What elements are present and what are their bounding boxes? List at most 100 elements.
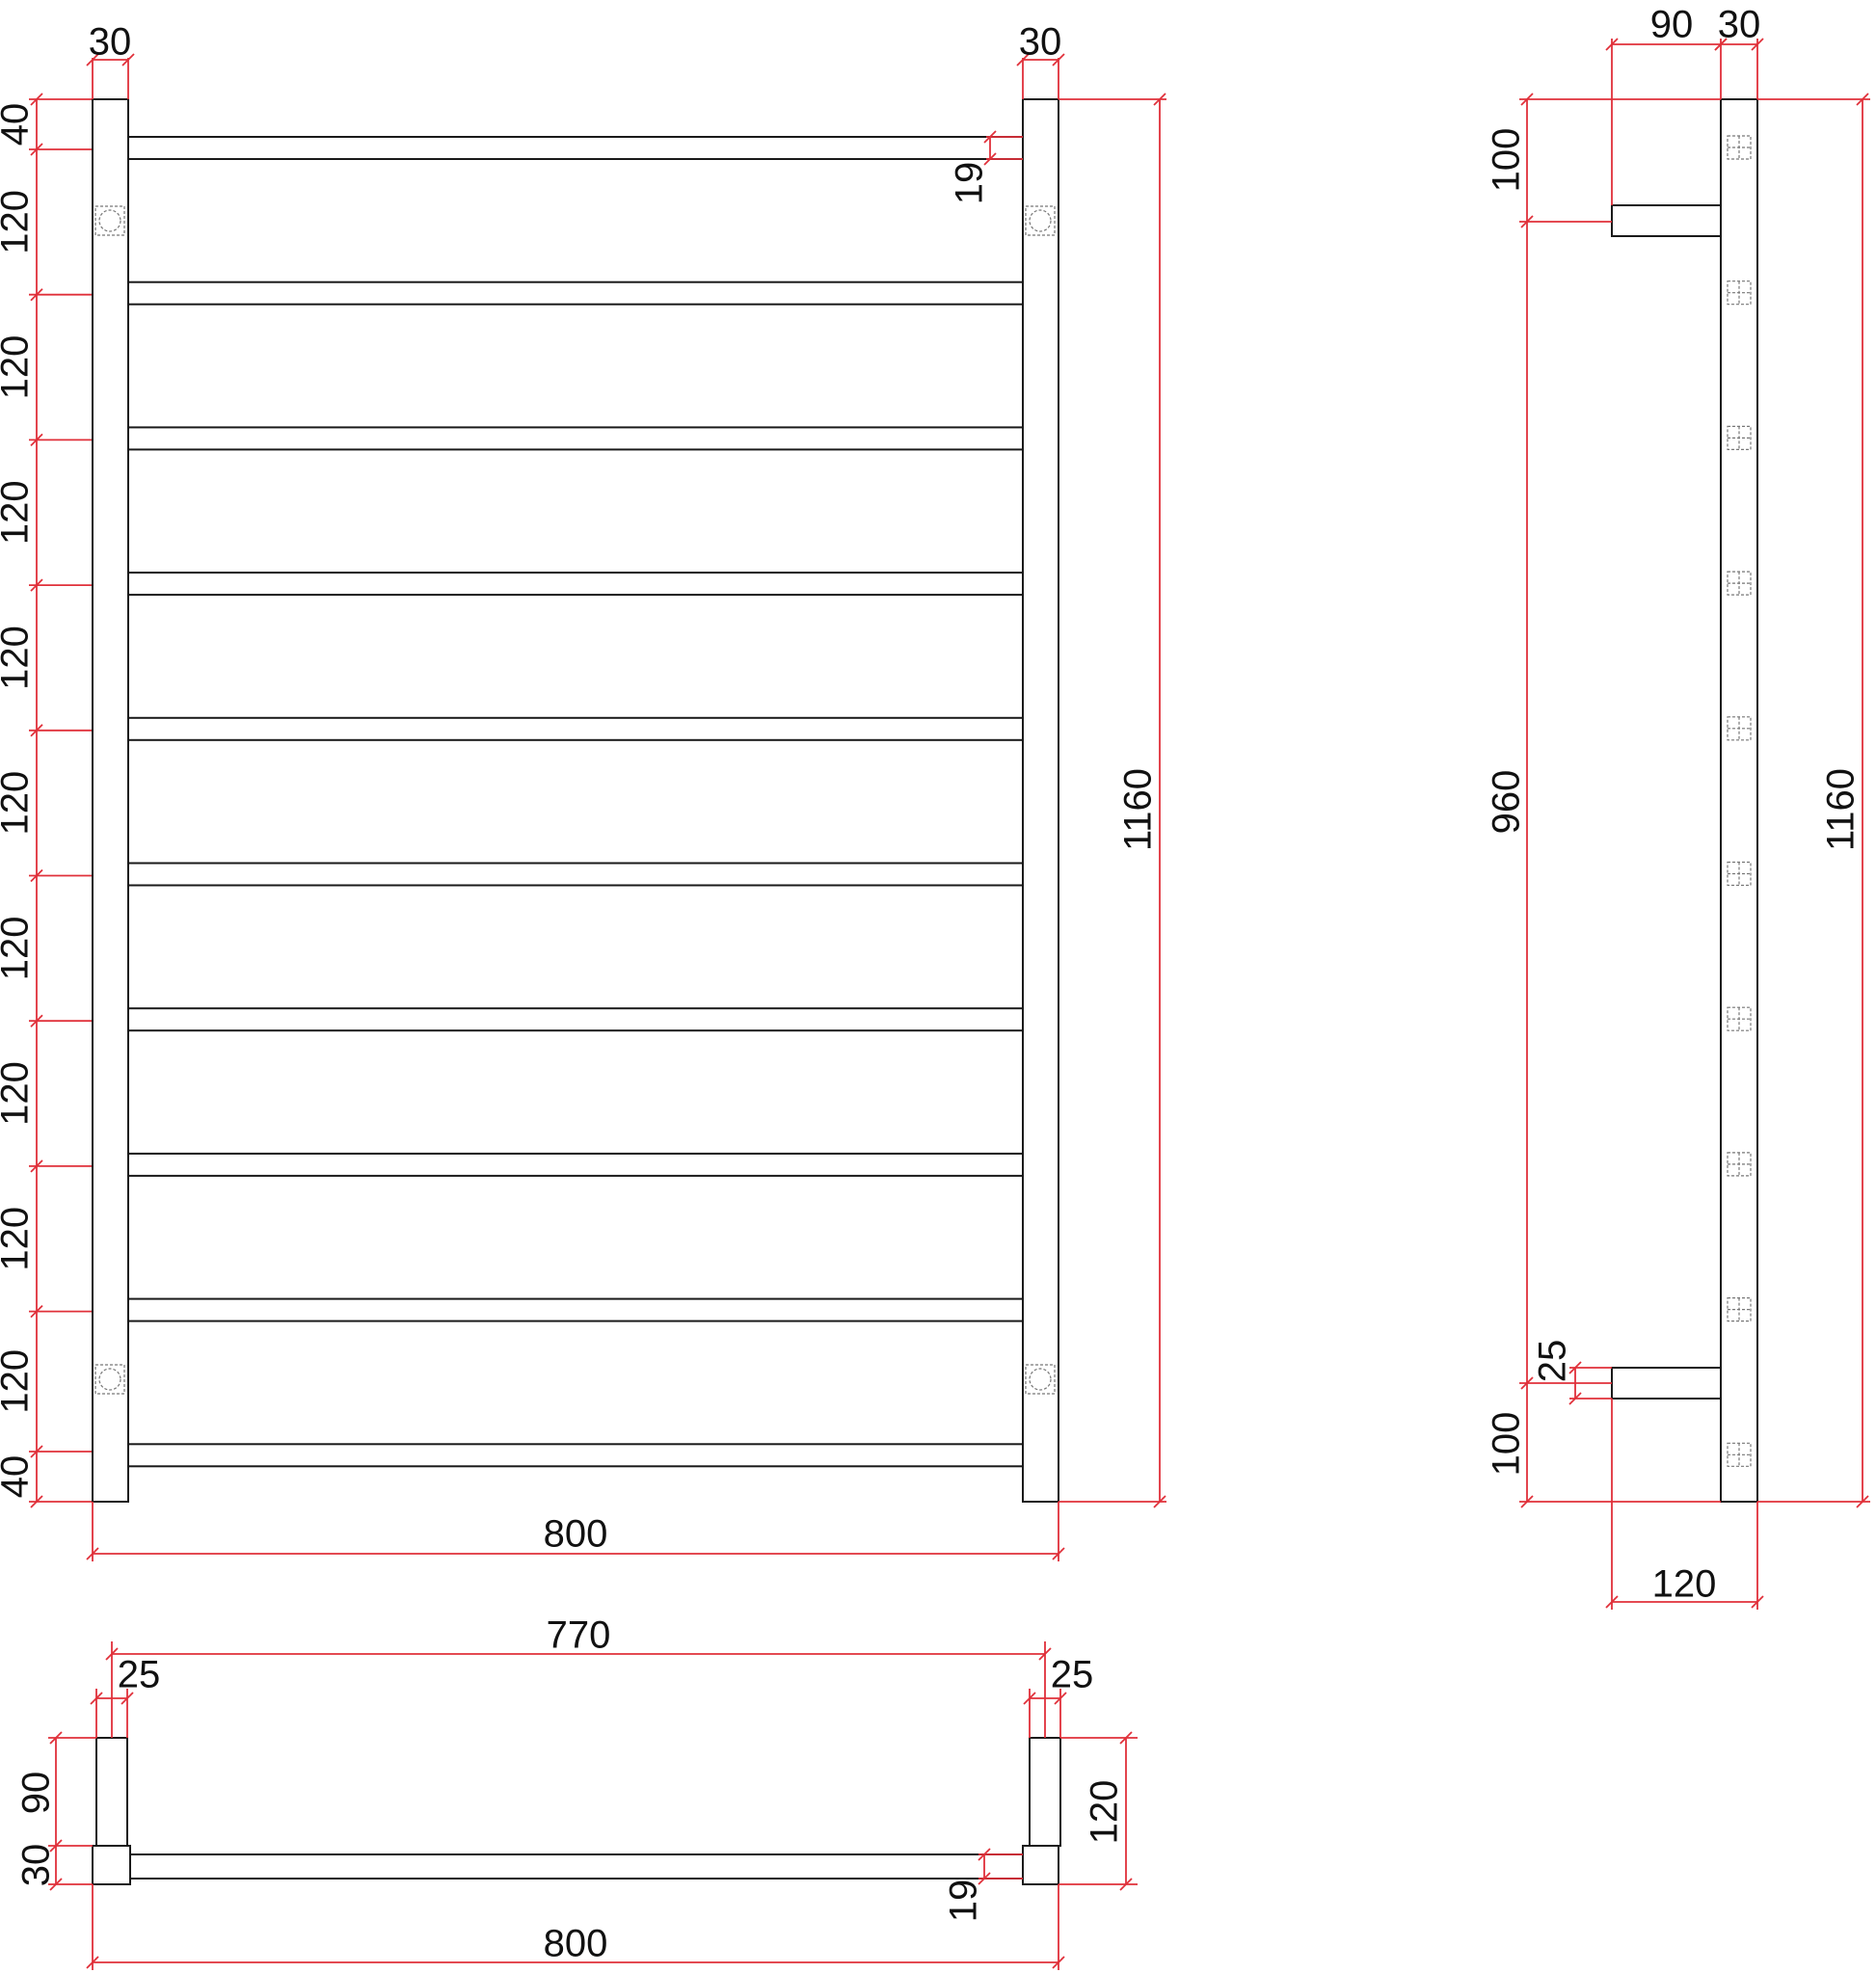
dimension-tick (30, 1014, 43, 1027)
dimension-tick (983, 130, 997, 144)
side-bottom-bracket (1611, 1367, 1722, 1400)
dimension-tick (49, 1878, 63, 1891)
label-plan-right-overall-depth: 120 (1084, 1780, 1126, 1845)
front-fixing-top-right (1025, 205, 1056, 236)
label-plan-right-bracket-width: 25 (1051, 1654, 1094, 1696)
towel-rail-6 (127, 862, 1024, 887)
dimension-tick (1520, 215, 1534, 228)
plan-right-upright (1022, 1845, 1059, 1885)
front-fixing-bottom-left-hole (98, 1368, 121, 1391)
label-front-spacing-6: 120 (0, 771, 37, 836)
dimension-tick (1052, 1956, 1065, 1969)
label-plan-bar-thickness: 19 (943, 1880, 985, 1923)
side-top-bracket (1611, 204, 1722, 237)
dimension-tick (983, 152, 997, 166)
dimension-tick (1751, 1595, 1764, 1609)
label-side-bracket-thickness: 25 (1532, 1340, 1574, 1383)
label-side-top-bracket-depth: 90 (1650, 4, 1694, 46)
dimension-tick (1605, 38, 1619, 51)
label-front-spacing-2: 120 (0, 190, 37, 254)
dimension-tick (90, 1692, 103, 1705)
label-front-bar-thickness: 19 (949, 162, 991, 205)
label-side-overall-depth: 120 (1652, 1563, 1717, 1606)
label-plan-left-bracket-depth: 90 (15, 1772, 58, 1815)
label-side-bracket-span: 960 (1486, 770, 1528, 835)
dimension-tick (1520, 1376, 1534, 1390)
side-upright (1720, 98, 1758, 1503)
dimension-tick (1856, 93, 1869, 106)
dimension-tick (86, 53, 99, 67)
dimension-tick (1119, 1878, 1133, 1891)
dimension-tick (30, 868, 43, 883)
label-front-spacing-4: 120 (0, 480, 37, 545)
plan-right-bracket (1029, 1737, 1061, 1847)
front-fixing-top-right-hole (1029, 209, 1052, 232)
dimension-tick (978, 1872, 991, 1885)
label-front-spacing-3: 120 (0, 335, 37, 400)
label-side-top-upright-width: 30 (1718, 4, 1761, 46)
dimension-tick (30, 288, 43, 302)
label-plan-left-upright-depth: 30 (15, 1844, 58, 1887)
towel-rail-1 (127, 136, 1024, 160)
front-fixing-top-left-hole (98, 209, 121, 232)
hidden-details (94, 135, 1752, 1467)
front-fixing-bottom-right (1025, 1364, 1056, 1395)
label-plan-overall-width: 800 (544, 1923, 608, 1965)
dimension-tick (30, 578, 43, 592)
dimension-tick (1568, 1361, 1582, 1374)
front-fixing-top-left (94, 205, 125, 236)
dimension-tick (1023, 1692, 1036, 1705)
dimension-tick (1751, 38, 1764, 51)
dimension-tick (86, 1547, 99, 1560)
label-front-spacing-5: 120 (0, 626, 37, 690)
front-fixing-bottom-left (94, 1364, 125, 1395)
label-side-bottom-offset: 100 (1486, 1412, 1528, 1477)
dimension-tick (49, 1731, 63, 1745)
dimension-tick (1016, 53, 1030, 67)
plan-left-upright (92, 1845, 131, 1885)
label-front-spacing-11: 40 (0, 1455, 37, 1499)
dimension-tick (30, 724, 43, 737)
dimension-tick (30, 1304, 43, 1319)
dimension-tick (1568, 1392, 1582, 1405)
label-front-overall-height: 1160 (1117, 768, 1160, 851)
dimension-tick (1856, 1495, 1869, 1508)
dimension-lines (29, 38, 1870, 1970)
dimension-tick (1605, 1595, 1619, 1609)
object-outlines (92, 98, 1758, 1885)
dimension-tick (1054, 1692, 1067, 1705)
dimension-tick (105, 1647, 119, 1661)
dimension-labels: 30 30 19 40 120 120 120 120 120 120 120 120 120 40 116… (0, 4, 1863, 1965)
dimension-tick (121, 1692, 134, 1705)
right-upright (1022, 98, 1059, 1503)
dimension-tick (1052, 53, 1065, 67)
dimension-tick (1119, 1731, 1133, 1745)
label-front-spacing-8: 120 (0, 1061, 37, 1126)
dimension-tick (1520, 1495, 1534, 1508)
dimension-tick (30, 1160, 43, 1173)
towel-rail-10 (127, 1443, 1024, 1468)
towel-rail-5 (127, 716, 1024, 741)
dimension-tick (1153, 93, 1166, 106)
label-side-overall-height: 1160 (1820, 768, 1863, 851)
dimension-tick (1520, 93, 1534, 106)
left-upright (92, 98, 129, 1503)
plan-left-bracket (95, 1737, 128, 1847)
towel-rail-9 (127, 1297, 1024, 1322)
dimension-tick (121, 53, 135, 67)
dimension-tick (30, 143, 43, 156)
towel-rail-7 (127, 1007, 1024, 1032)
label-front-overall-width: 800 (544, 1513, 608, 1556)
dimension-tick (30, 1495, 43, 1508)
dimension-tick (30, 93, 43, 106)
dimension-tick (1714, 38, 1728, 51)
label-front-spacing-1: 40 (0, 103, 37, 147)
label-front-top-left-width: 30 (89, 21, 132, 64)
label-plan-inner-width: 770 (547, 1614, 611, 1657)
towel-rail-2 (127, 280, 1024, 306)
label-front-spacing-9: 120 (0, 1207, 37, 1271)
dimension-tick (30, 1445, 43, 1458)
dimension-tick (978, 1848, 991, 1861)
dimension-tick (1052, 1547, 1065, 1560)
